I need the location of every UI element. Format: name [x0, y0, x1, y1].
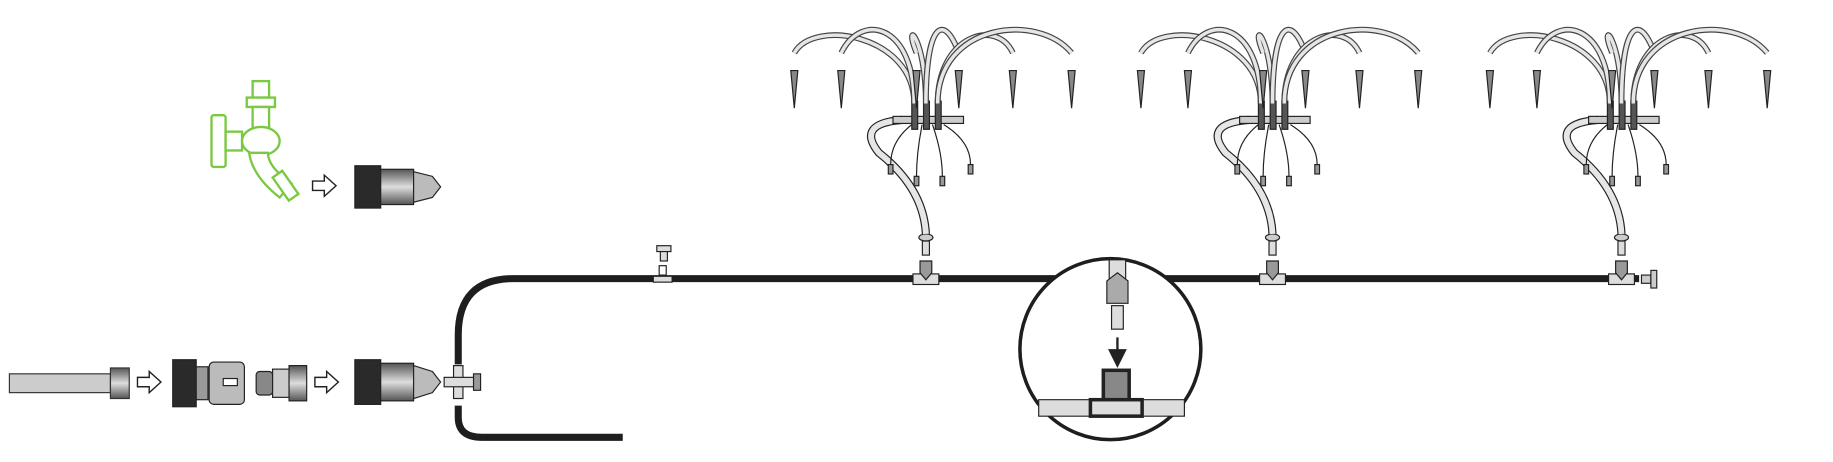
drip-line [1282, 33, 1362, 104]
dripper-icon [1663, 163, 1670, 175]
micro-tube [915, 124, 923, 177]
micro-tube [931, 124, 943, 177]
tube-adapter [1613, 233, 1630, 242]
dripper-icon [913, 175, 920, 187]
drip-line [934, 32, 1016, 104]
tee-stub [1615, 260, 1628, 281]
drip-line [1186, 27, 1263, 104]
manifold-outlet [1269, 100, 1277, 130]
manifold-outlet [934, 100, 942, 130]
drip-line [1535, 27, 1612, 104]
hole-punch-icon [652, 245, 673, 283]
hose-connector-icon [354, 165, 442, 209]
dripper-stake-icon [837, 69, 846, 109]
tee-stub [919, 260, 933, 281]
dripper-stake-icon [1067, 69, 1076, 109]
dripper-stake-icon [1704, 69, 1713, 109]
magnifier-detail-icon [1018, 256, 1203, 442]
manifold-outlet [1630, 100, 1638, 130]
dripper-station [1485, 26, 1772, 286]
dripper-stake-icon [1650, 69, 1659, 109]
dripper-stake-icon [1136, 69, 1146, 109]
tube-adapter [1617, 240, 1626, 256]
micro-tube [943, 124, 972, 165]
micro-tube [1290, 124, 1318, 165]
drip-line [1281, 32, 1363, 104]
dripper-icon [967, 163, 974, 175]
drip-line [924, 28, 961, 104]
dripper-stake-icon [790, 69, 799, 109]
dripper-stake-icon [1485, 69, 1495, 109]
dripper-stake-icon [1607, 69, 1617, 109]
drip-line [935, 27, 1073, 104]
manifold-outlet [1618, 100, 1626, 130]
drip-line [1631, 27, 1769, 104]
tube-adapter [1264, 233, 1281, 242]
dripper-icon [1583, 163, 1590, 175]
dripper-icon [1609, 175, 1616, 187]
drip-line [935, 33, 1015, 104]
manifold-outlet [922, 100, 931, 130]
dripper-icon [1260, 175, 1267, 187]
drip-line [1631, 33, 1711, 104]
dripper-icon [1286, 175, 1292, 187]
supply-tube [1563, 116, 1625, 235]
dripper-stake-icon [954, 69, 963, 109]
tube-adapter [1268, 240, 1277, 256]
supply-tube [1214, 116, 1276, 235]
drip-line [1270, 28, 1308, 104]
micro-tube [1236, 124, 1259, 165]
dripper-icon [887, 163, 894, 175]
arrow-right-icon [314, 369, 340, 395]
supply-tube [868, 116, 929, 235]
dripper-stake-icon [1414, 69, 1423, 109]
end-plug-icon [1640, 269, 1658, 289]
arrow-right-icon [136, 369, 163, 395]
tee-connector-icon [443, 365, 482, 400]
tee-stub [1266, 260, 1279, 281]
micro-tube [1611, 124, 1619, 177]
drip-line [1282, 27, 1420, 104]
dripper-icon [1314, 163, 1321, 175]
dripper-stake-icon [1008, 69, 1018, 109]
micro-tube [890, 124, 913, 165]
micro-tube [1639, 124, 1667, 165]
dripper-station [1136, 26, 1423, 286]
tap-adapter-icon [255, 365, 308, 402]
manifold-outlet [1281, 100, 1289, 130]
micro-tube [1585, 124, 1608, 165]
dripper-icon [1635, 175, 1641, 187]
dripper-icon [1234, 163, 1241, 175]
dripper-icon [939, 175, 946, 187]
micro-tube [1278, 124, 1290, 177]
hose-connector-icon [354, 359, 442, 405]
arrow-right-icon [311, 173, 338, 198]
main-pipe [454, 275, 1640, 441]
micro-tube [1627, 124, 1639, 177]
tube-adapter [918, 233, 934, 242]
dripper-stake-icon [1183, 69, 1193, 109]
drip-line [1619, 28, 1657, 104]
drip-line [839, 27, 916, 104]
dripper-stake-icon [1301, 69, 1310, 109]
tap-icon [210, 79, 301, 203]
dripper-station [790, 26, 1076, 286]
hose-connector-icon [172, 359, 245, 408]
drip-line [1630, 32, 1712, 104]
dripper-stake-icon [1258, 69, 1268, 109]
dripper-stake-icon [1532, 69, 1542, 109]
tube-adapter [921, 240, 931, 256]
dripper-stake-icon [912, 69, 921, 109]
micro-tube [1262, 124, 1270, 177]
garden-hose [8, 367, 130, 400]
dripper-stake-icon [1355, 69, 1364, 109]
dripper-stake-icon [1763, 69, 1772, 109]
